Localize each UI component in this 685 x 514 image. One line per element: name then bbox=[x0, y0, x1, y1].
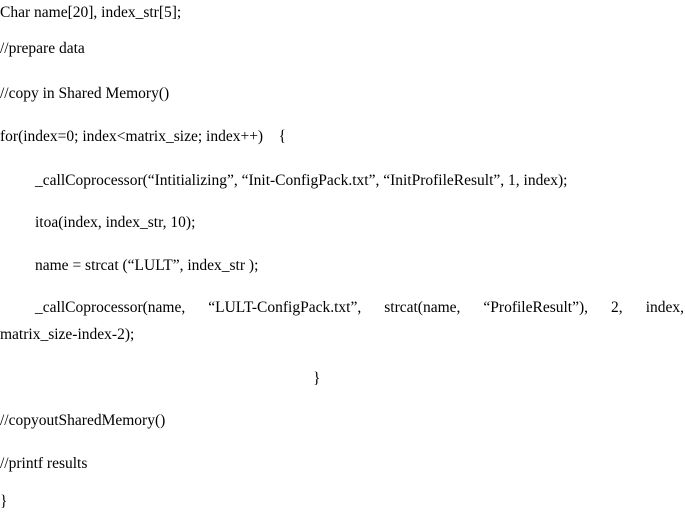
code-token: “LULT-ConfigPack.txt”, bbox=[208, 299, 362, 316]
code-line-close-function: } bbox=[0, 493, 8, 510]
code-line-close-loop: } bbox=[313, 370, 321, 387]
code-line-call-init: _callCoprocessor(“Intitializing”, “Init-… bbox=[35, 172, 568, 189]
code-line-for-loop: for(index=0; index<matrix_size; index++)… bbox=[0, 128, 287, 145]
code-line-call-lult: _callCoprocessor(name, “LULT-ConfigPack.… bbox=[0, 298, 685, 318]
code-line-call-lult-continued: matrix_size-index-2); bbox=[0, 326, 135, 343]
code-token: index, bbox=[645, 299, 684, 316]
code-line-comment-copy-in: //copy in Shared Memory() bbox=[0, 85, 170, 102]
code-line-strcat: name = strcat (“LULT”, index_str ); bbox=[35, 257, 259, 274]
code-token: _callCoprocessor(name, bbox=[35, 299, 186, 316]
code-line-comment-prepare: //prepare data bbox=[0, 40, 85, 57]
code-token: strcat(name, bbox=[384, 299, 461, 316]
code-token: “ProfileResult”), bbox=[483, 299, 589, 316]
code-line-comment-copy-out: //copyoutSharedMemory() bbox=[0, 412, 166, 429]
code-line-itoa: itoa(index, index_str, 10); bbox=[35, 214, 196, 231]
code-line-comment-printf: //printf results bbox=[0, 455, 88, 472]
code-token: 2, bbox=[611, 299, 623, 316]
code-line-declaration: Char name[20], index_str[5]; bbox=[0, 4, 182, 21]
